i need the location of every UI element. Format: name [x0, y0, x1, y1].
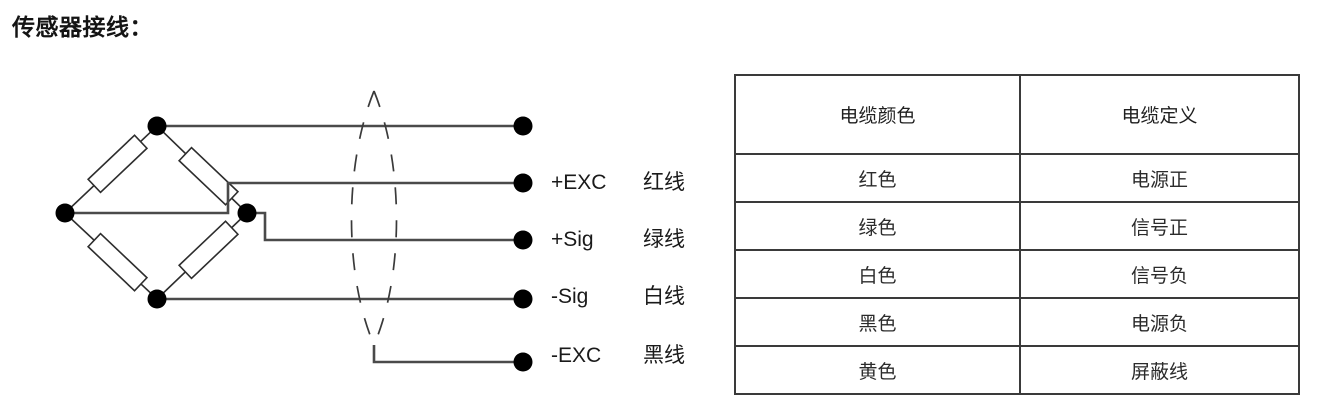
- cell-cable-color: 红色: [734, 153, 1021, 203]
- terminal-dot-shield: [513, 352, 533, 372]
- cell-cable-definition: 电源负: [1019, 297, 1300, 347]
- terminal-label-exc-positive: +EXC 红线: [551, 172, 685, 193]
- cell-cable-definition: 电源正: [1019, 153, 1300, 203]
- bridge-node-right: [237, 203, 257, 223]
- shield-jacket-outline: [350, 90, 398, 346]
- terminal-signal-exc-negative: -EXC: [551, 344, 602, 367]
- cell-cable-color: 黑色: [734, 297, 1021, 347]
- table-row: 红色 电源正: [734, 153, 1300, 203]
- terminal-label-sig-positive: +Sig 绿线: [551, 229, 685, 250]
- table-header-row: 电缆颜色 电缆定义: [734, 74, 1300, 155]
- terminal-label-exc-negative: -EXC 黑线: [551, 345, 685, 366]
- cell-cable-color: 绿色: [734, 201, 1021, 251]
- page-title: 传感器接线：: [12, 14, 153, 40]
- table-row: 白色 信号负: [734, 249, 1300, 299]
- terminal-dot-sig-negative: [513, 230, 533, 250]
- resistor-bottom-right: [177, 220, 240, 280]
- terminal-dots: [513, 116, 533, 372]
- terminal-color-exc-negative: 黑线: [643, 344, 685, 367]
- cell-cable-color: 黄色: [734, 345, 1021, 395]
- terminal-signal-sig-negative: -Sig: [551, 285, 589, 308]
- table-row: 绿色 信号正: [734, 201, 1300, 251]
- table-header-cable-color: 电缆颜色: [734, 74, 1021, 155]
- wire-sig-positive: [65, 181, 523, 215]
- terminal-dot-sig-positive: [513, 173, 533, 193]
- cell-cable-color: 白色: [734, 249, 1021, 299]
- shield-arc-right: [373, 90, 398, 346]
- cell-cable-definition: 屏蔽线: [1019, 345, 1300, 395]
- terminal-dot-exc-negative: [513, 289, 533, 309]
- table-row: 黄色 屏蔽线: [734, 345, 1300, 395]
- table-header-cable-definition: 电缆定义: [1019, 74, 1300, 155]
- bridge-node-bottom: [147, 289, 167, 309]
- terminal-label-sig-negative: -Sig 白线: [551, 286, 685, 307]
- bridge-node-left: [55, 203, 75, 223]
- terminal-color-exc-positive: 红线: [643, 171, 685, 194]
- resistor-bottom-left: [86, 232, 149, 292]
- cable-definition-table: 电缆颜色 电缆定义 红色 电源正 绿色 信号正 白色 信号负 黑色 电源负 黄色: [734, 74, 1300, 395]
- terminal-signal-sig-positive: +Sig: [551, 228, 594, 251]
- terminal-color-sig-negative: 白线: [643, 285, 685, 308]
- terminal-signal-exc-positive: +EXC: [551, 171, 607, 194]
- schematic-canvas: [55, 90, 533, 372]
- table-row: 黑色 电源负: [734, 297, 1300, 347]
- shield-arc-left: [350, 90, 375, 346]
- resistor-top-left: [86, 134, 149, 194]
- bridge-node-dots: [55, 116, 257, 309]
- wire-sig-negative: [247, 211, 523, 242]
- wire-shield: [372, 345, 523, 364]
- terminal-color-sig-positive: 绿线: [643, 228, 685, 251]
- cell-cable-definition: 信号正: [1019, 201, 1300, 251]
- terminal-dot-exc-positive: [513, 116, 533, 136]
- bridge-resistors: [86, 134, 240, 292]
- bridge-node-top: [147, 116, 167, 136]
- resistor-top-right: [177, 146, 240, 206]
- cell-cable-definition: 信号负: [1019, 249, 1300, 299]
